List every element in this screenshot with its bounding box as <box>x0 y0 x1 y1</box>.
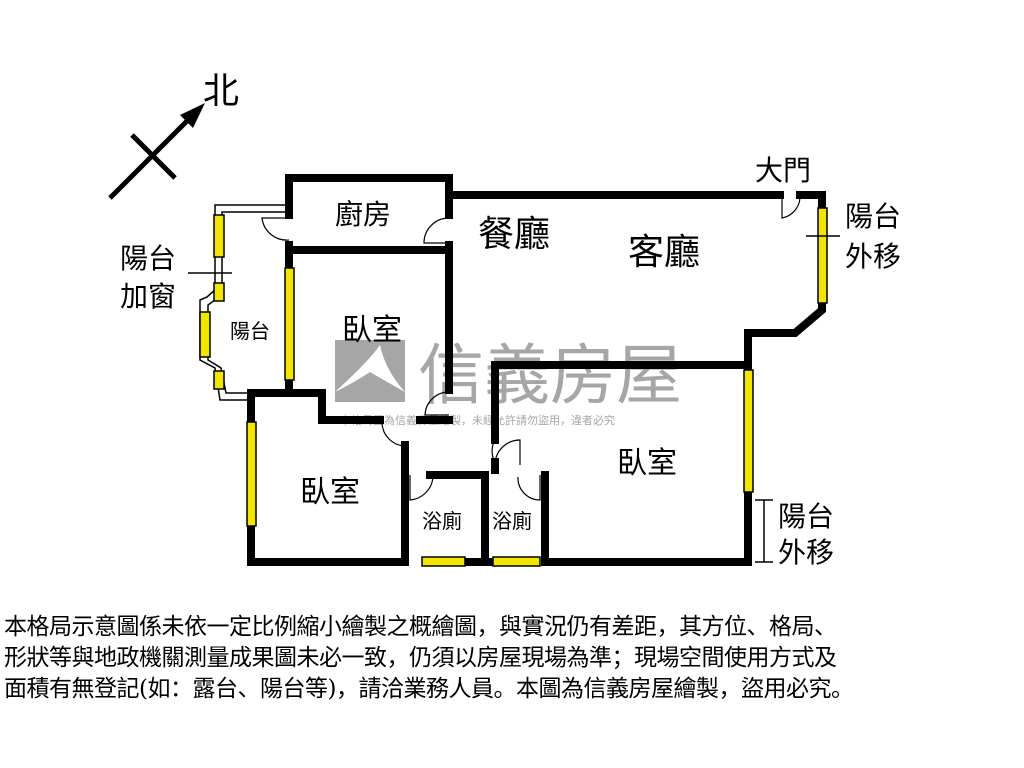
window <box>492 556 541 567</box>
door <box>424 391 450 416</box>
room-kitchen: 廚房 <box>335 198 391 231</box>
window <box>199 311 211 358</box>
door <box>491 439 496 463</box>
watermark: 信義房屋 本格局圖為信義房屋繪製，未經允許請勿盜用，違者必究 <box>335 337 682 427</box>
room-bedroom-top: 臥室 <box>342 313 402 348</box>
room-bedroom-left: 臥室 <box>300 475 360 510</box>
floor-plan: 信義房屋 本格局圖為信義房屋繪製，未經允許請勿盜用，違者必究 北 <box>108 71 901 569</box>
balcony-window-label-1: 陽台 <box>120 242 176 275</box>
window <box>743 369 754 493</box>
compass-north-label: 北 <box>203 71 239 112</box>
door <box>409 475 434 501</box>
window <box>213 282 225 302</box>
main-door <box>781 192 801 219</box>
room-balcony: 陽台 <box>230 319 270 343</box>
window <box>421 556 466 567</box>
watermark-brand: 信義房屋 <box>418 337 682 414</box>
door <box>423 217 450 244</box>
walls <box>247 174 826 566</box>
window <box>284 267 295 381</box>
window <box>246 421 257 527</box>
watermark-notice: 本格局圖為信義房屋繪製，未經允許請勿盜用，違者必究 <box>340 413 615 427</box>
windows <box>199 207 828 567</box>
disclaimer-line: 本格局示意圖係未依一定比例縮小繪製之概繪圖，與實況仍有差距，其方位、格局、 <box>4 614 837 640</box>
window <box>817 207 828 304</box>
door <box>381 422 406 447</box>
door <box>517 475 541 501</box>
balcony-moved-top-2: 外移 <box>845 240 901 273</box>
balcony-moved-bottom-1: 陽台 <box>778 500 834 533</box>
disclaimer: 本格局示意圖係未依一定比例縮小繪製之概繪圖，與實況仍有差距，其方位、格局、 形狀… <box>4 612 1024 705</box>
compass-icon <box>108 103 205 200</box>
window <box>213 370 225 390</box>
balcony-window-label-2: 加窗 <box>120 280 176 313</box>
room-bath-1: 浴廁 <box>422 509 462 533</box>
room-living: 客廳 <box>628 232 700 273</box>
balcony-moved-top-1: 陽台 <box>845 200 901 233</box>
window <box>213 214 225 258</box>
room-bedroom-right: 臥室 <box>617 446 677 481</box>
disclaimer-line: 面積有無登記(如：露台、陽台等)，請洽業務人員。本圖為信義房屋繪製，盜用必究。 <box>4 676 854 702</box>
main-door-label: 大門 <box>755 154 811 187</box>
door <box>494 439 521 466</box>
door <box>261 217 290 241</box>
room-dining: 餐廳 <box>478 214 550 255</box>
room-bath-2: 浴廁 <box>492 509 532 533</box>
dimension-marker <box>755 499 773 563</box>
disclaimer-line: 形狀等與地政機關測量成果圖未必一致，仍須以房屋現場為準；現場空間使用方式及 <box>4 645 837 671</box>
doors <box>261 192 801 501</box>
balcony-outline <box>188 204 289 401</box>
balcony-moved-bottom-2: 外移 <box>778 536 834 569</box>
